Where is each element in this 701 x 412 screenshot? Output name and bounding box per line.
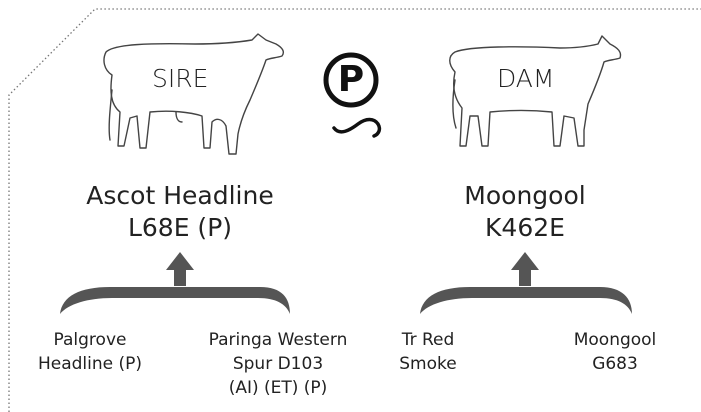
sire-granddam: Paringa Western Spur D103 (AI) (ET) (P): [198, 328, 358, 400]
polled-symbol-icon: [323, 52, 382, 138]
sire-name-line1: Ascot Headline: [86, 181, 274, 210]
dam-granddam-line2: G683: [592, 354, 638, 374]
dam-grandsire-line1: Tr Red: [401, 330, 455, 350]
dam-arrow-brace: [420, 252, 632, 314]
dam-granddam-line1: Moongool: [573, 330, 657, 350]
dam-grandsire: Tr Red Smoke: [388, 328, 468, 376]
dam-granddam: Moongool G683: [560, 328, 670, 376]
bull-outline-icon: [103, 33, 285, 155]
sire-granddam-line1: Paringa Western: [208, 330, 348, 350]
sire-name: Ascot Headline L68E (P): [85, 180, 275, 244]
dam-name-line1: Moongool: [464, 181, 586, 210]
cow-outline-icon: [449, 35, 622, 147]
sire-grandsire-line1: Palgrove: [53, 330, 127, 350]
sire-name-line2: L68E (P): [127, 213, 233, 242]
dam-grandsire-line2: Smoke: [399, 354, 457, 374]
poll-badge-letter: P: [337, 59, 365, 100]
sire-label: SIRE: [152, 64, 209, 93]
dam-name-line2: K462E: [485, 213, 565, 242]
sire-arrow-brace: [60, 252, 290, 314]
sire-grandsire: Palgrove Headline (P): [30, 328, 150, 376]
sire-granddam-line3: (AI) (ET) (P): [228, 378, 328, 398]
sire-grandsire-line2: Headline (P): [37, 354, 143, 374]
sire-granddam-line2: Spur D103: [232, 354, 324, 374]
dam-label: DAM: [497, 64, 555, 93]
dam-name: Moongool K462E: [450, 180, 600, 244]
